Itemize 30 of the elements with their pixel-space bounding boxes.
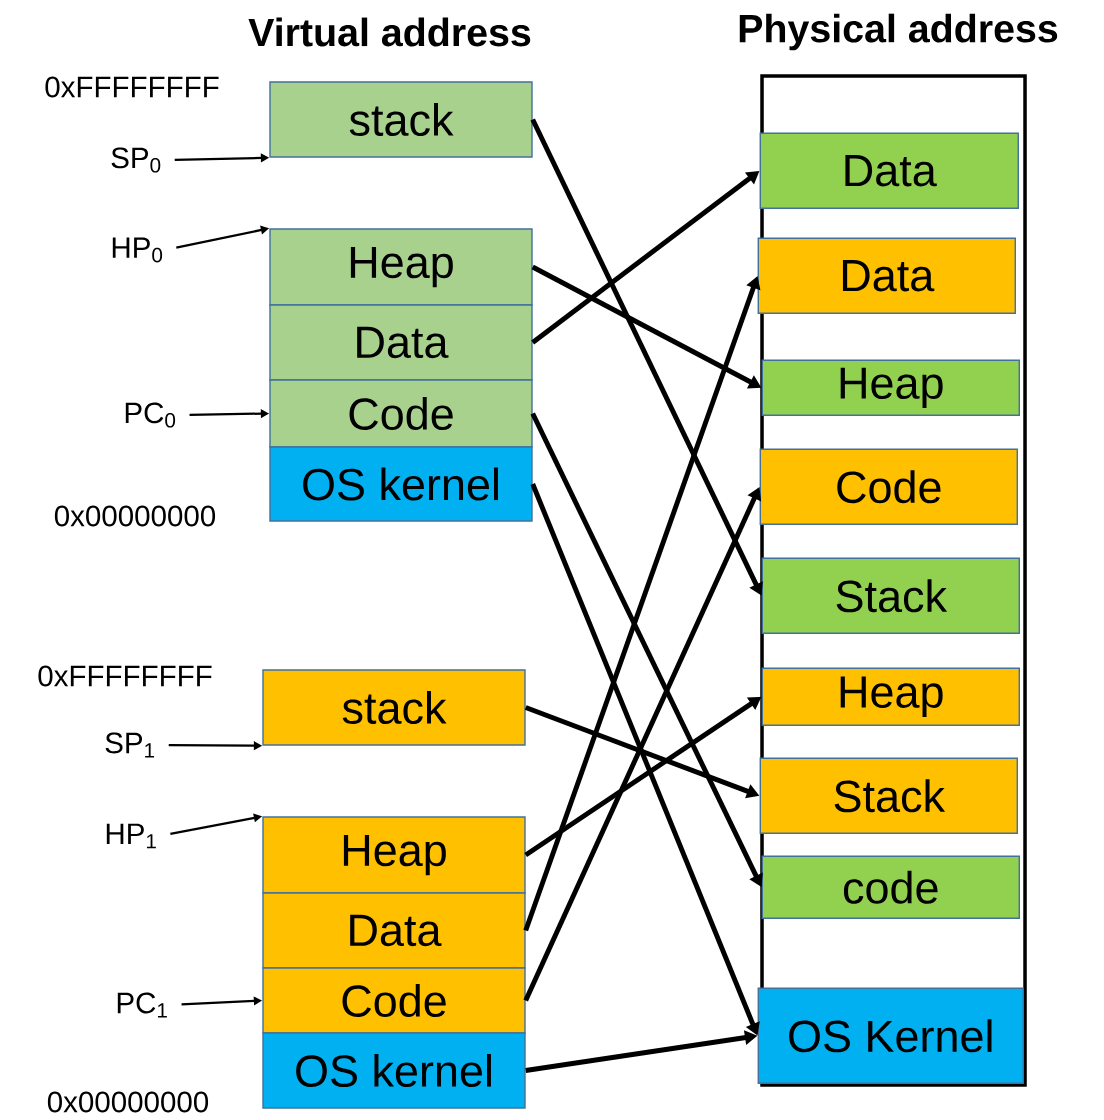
memory-segment: stack [269, 81, 533, 158]
pointer-label: PC$_{1}$ [117, 992, 167, 1018]
memory-segment: OS kernel [269, 446, 533, 522]
memory-segment: Data [262, 892, 526, 969]
memory-segment: Stack [761, 557, 1020, 634]
memory-segment: Data [759, 132, 1019, 209]
memory-segment: stack [262, 669, 526, 746]
pointer-label: SP$_{1}$ [105, 732, 155, 758]
address-label: 0x00000000 [54, 505, 216, 527]
memory-segment: Heap [761, 359, 1020, 416]
memory-segment: Code [262, 967, 526, 1034]
pointer-label: SP$_{0}$ [111, 147, 161, 173]
pointer-label: PC$_{0}$ [125, 402, 176, 428]
pointer-label: HP$_{1}$ [106, 823, 156, 849]
address-label: 0x00000000 [47, 1091, 209, 1113]
memory-segment: OS Kernel [757, 987, 1024, 1084]
pointer-label: HP$_{0}$ [112, 237, 163, 263]
memory-segment: Data [269, 304, 533, 381]
memory-segment: Heap [761, 667, 1020, 726]
memory-segment: Heap [269, 228, 533, 306]
memory-segment: Code [759, 448, 1018, 525]
memory-segment: Stack [759, 757, 1018, 834]
memory-segment: code [761, 855, 1020, 919]
heading: Physical address [739, 13, 1058, 51]
memory-segment: Heap [262, 816, 526, 894]
memory-segment: Data [757, 237, 1016, 314]
address-label: 0xFFFFFFFF [45, 76, 219, 98]
memory-segment: OS kernel [262, 1032, 526, 1109]
address-label: 0xFFFFFFFF [38, 665, 212, 687]
memory-segment: Code [269, 379, 533, 448]
